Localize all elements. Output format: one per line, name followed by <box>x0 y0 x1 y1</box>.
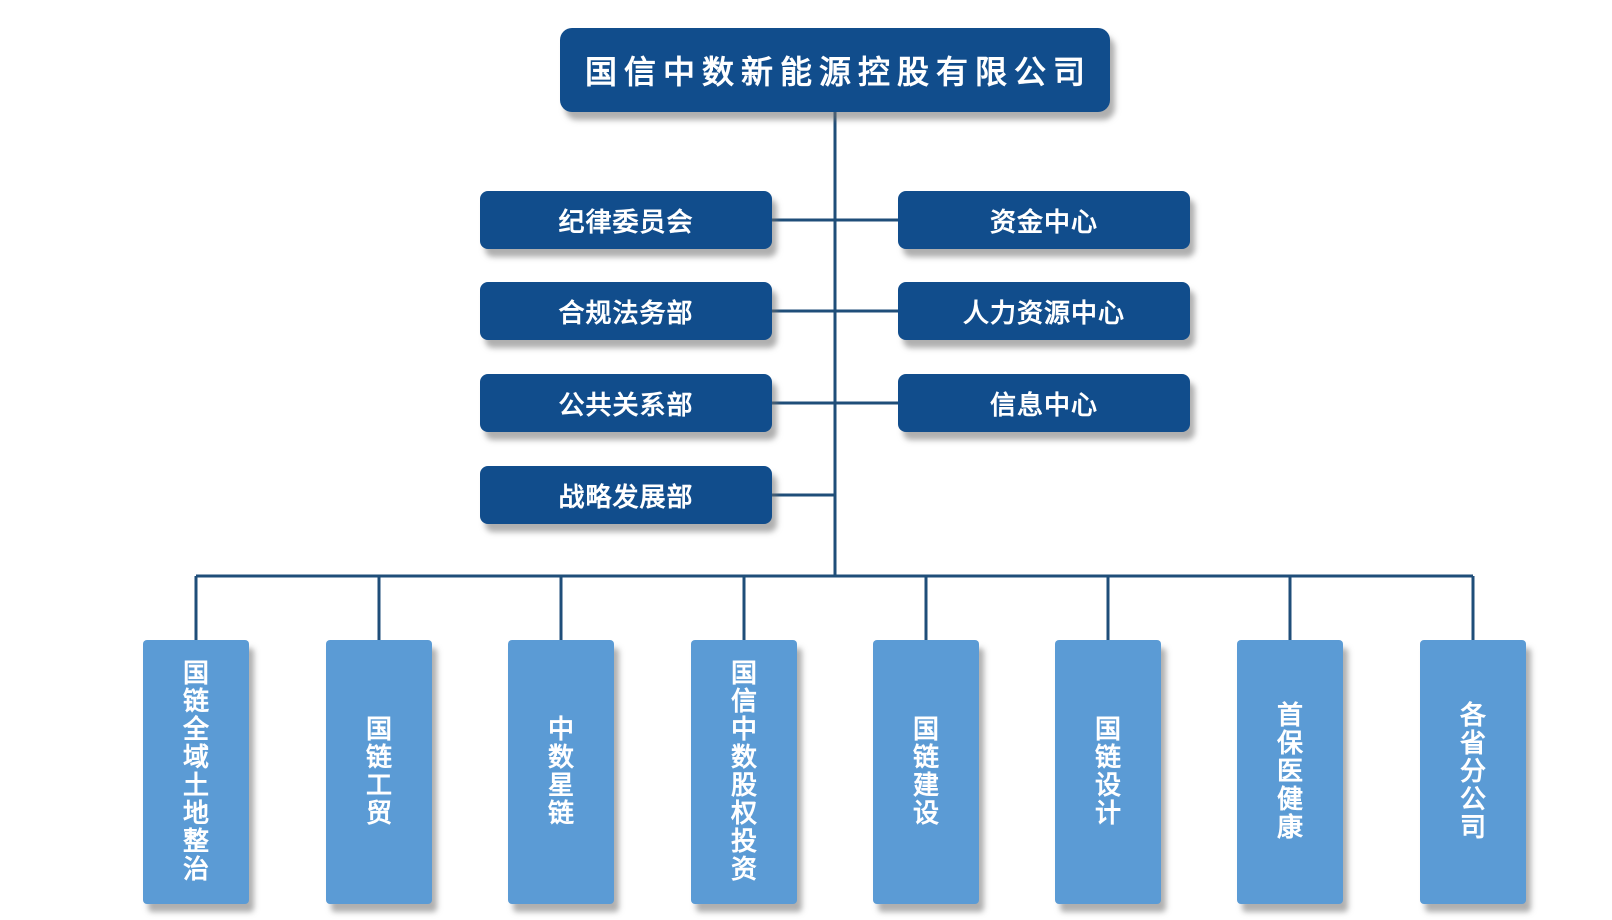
subsidiary-label-char: 国 <box>365 715 392 745</box>
subsidiary-label-char: 国 <box>1094 715 1121 745</box>
subsidiary-box-8: 各省分公司 <box>1420 640 1526 904</box>
subsidiary-label-char: 地 <box>182 799 209 829</box>
dept-label: 公共关系部 <box>558 390 694 421</box>
subsidiary-label-char: 投 <box>730 827 757 857</box>
subsidiary-label-char: 权 <box>730 799 757 829</box>
root-company-title: 国信中数新能源控股有限公司 <box>584 53 1092 91</box>
subsidiary-label-char: 链 <box>1094 743 1121 773</box>
subsidiary-label-char: 数 <box>730 743 757 773</box>
dept-box-left-1: 纪律委员会 <box>480 191 772 249</box>
subsidiary-label-char: 建 <box>912 771 939 801</box>
subsidiary-label-char: 设 <box>912 799 939 829</box>
subsidiary-label-char: 国 <box>730 659 757 689</box>
dept-label: 战略发展部 <box>558 482 694 513</box>
subsidiary-label-char: 国 <box>912 715 939 745</box>
subsidiary-label-char: 股 <box>730 771 757 801</box>
subsidiary-label-char: 计 <box>1094 799 1121 829</box>
subsidiary-label-char: 设 <box>1094 771 1121 801</box>
subsidiary-label-char: 治 <box>182 855 209 885</box>
dept-box-right-1: 资金中心 <box>898 191 1190 249</box>
subsidiary-label-char: 康 <box>1276 813 1303 843</box>
subsidiary-label-char: 贸 <box>365 799 392 829</box>
subsidiary-label-char: 省 <box>1459 729 1486 759</box>
subsidiary-label-char: 工 <box>365 771 392 801</box>
subsidiary-label-char: 医 <box>1276 757 1303 787</box>
subsidiary-label-char: 国 <box>182 659 209 689</box>
subsidiary-label-char: 中 <box>730 715 757 745</box>
dept-box-left-3: 公共关系部 <box>480 374 772 432</box>
subsidiary-box-2: 国链工贸 <box>326 640 432 904</box>
subsidiary-label-char: 分 <box>1459 757 1486 787</box>
subsidiary-label-char: 司 <box>1459 813 1486 843</box>
dept-label: 合规法务部 <box>558 298 694 329</box>
subsidiary-label: 国信中数股权投资 <box>731 660 757 884</box>
subsidiary-label-char: 星 <box>547 771 574 801</box>
dept-label: 信息中心 <box>989 390 1098 421</box>
subsidiary-label-char: 各 <box>1459 701 1486 731</box>
subsidiary-box-4: 国信中数股权投资 <box>691 640 797 904</box>
dept-label: 资金中心 <box>989 207 1098 238</box>
subsidiary-label-char: 链 <box>365 743 392 773</box>
subsidiary-label-char: 链 <box>912 743 939 773</box>
subsidiary-label-char: 健 <box>1276 785 1303 815</box>
subsidiary-box-1: 国链全域土地整治 <box>143 640 249 904</box>
subsidiary-label-char: 资 <box>730 855 757 885</box>
subsidiary-label-char: 链 <box>182 687 209 717</box>
dept-label: 人力资源中心 <box>962 298 1125 329</box>
subsidiary-label-char: 土 <box>182 771 209 801</box>
dept-box-left-2: 合规法务部 <box>480 282 772 340</box>
subsidiary-label-char: 全 <box>182 715 209 745</box>
subsidiary-label-char: 链 <box>547 799 574 829</box>
subsidiary-label-char: 信 <box>730 687 757 717</box>
subsidiary-label-char: 中 <box>547 715 574 745</box>
dept-box-left-4: 战略发展部 <box>480 466 772 524</box>
subsidiary-label-char: 首 <box>1276 701 1303 731</box>
subsidiary-label: 中数星链 <box>548 716 574 828</box>
subsidiary-box-5: 国链建设 <box>873 640 979 904</box>
subsidiary-label-char: 数 <box>547 743 574 773</box>
subsidiary-box-3: 中数星链 <box>508 640 614 904</box>
subsidiary-label-char: 整 <box>182 827 209 857</box>
subsidiary-label-char: 公 <box>1459 785 1486 815</box>
dept-box-right-3: 信息中心 <box>898 374 1190 432</box>
subsidiary-label-char: 保 <box>1276 729 1303 759</box>
dept-label: 纪律委员会 <box>558 207 694 238</box>
subsidiary-label: 国链全域土地整治 <box>183 660 209 884</box>
subsidiary-label: 国链建设 <box>913 716 939 828</box>
subsidiary-label: 国链工贸 <box>366 716 392 828</box>
subsidiary-box-7: 首保医健康 <box>1237 640 1343 904</box>
subsidiary-label: 各省分公司 <box>1460 702 1486 842</box>
root-company-box: 国信中数新能源控股有限公司 <box>560 28 1110 112</box>
dept-box-right-2: 人力资源中心 <box>898 282 1190 340</box>
subsidiary-box-6: 国链设计 <box>1055 640 1161 904</box>
subsidiary-label-char: 域 <box>182 743 209 773</box>
subsidiary-label: 国链设计 <box>1095 716 1121 828</box>
subsidiary-label: 首保医健康 <box>1277 702 1303 842</box>
